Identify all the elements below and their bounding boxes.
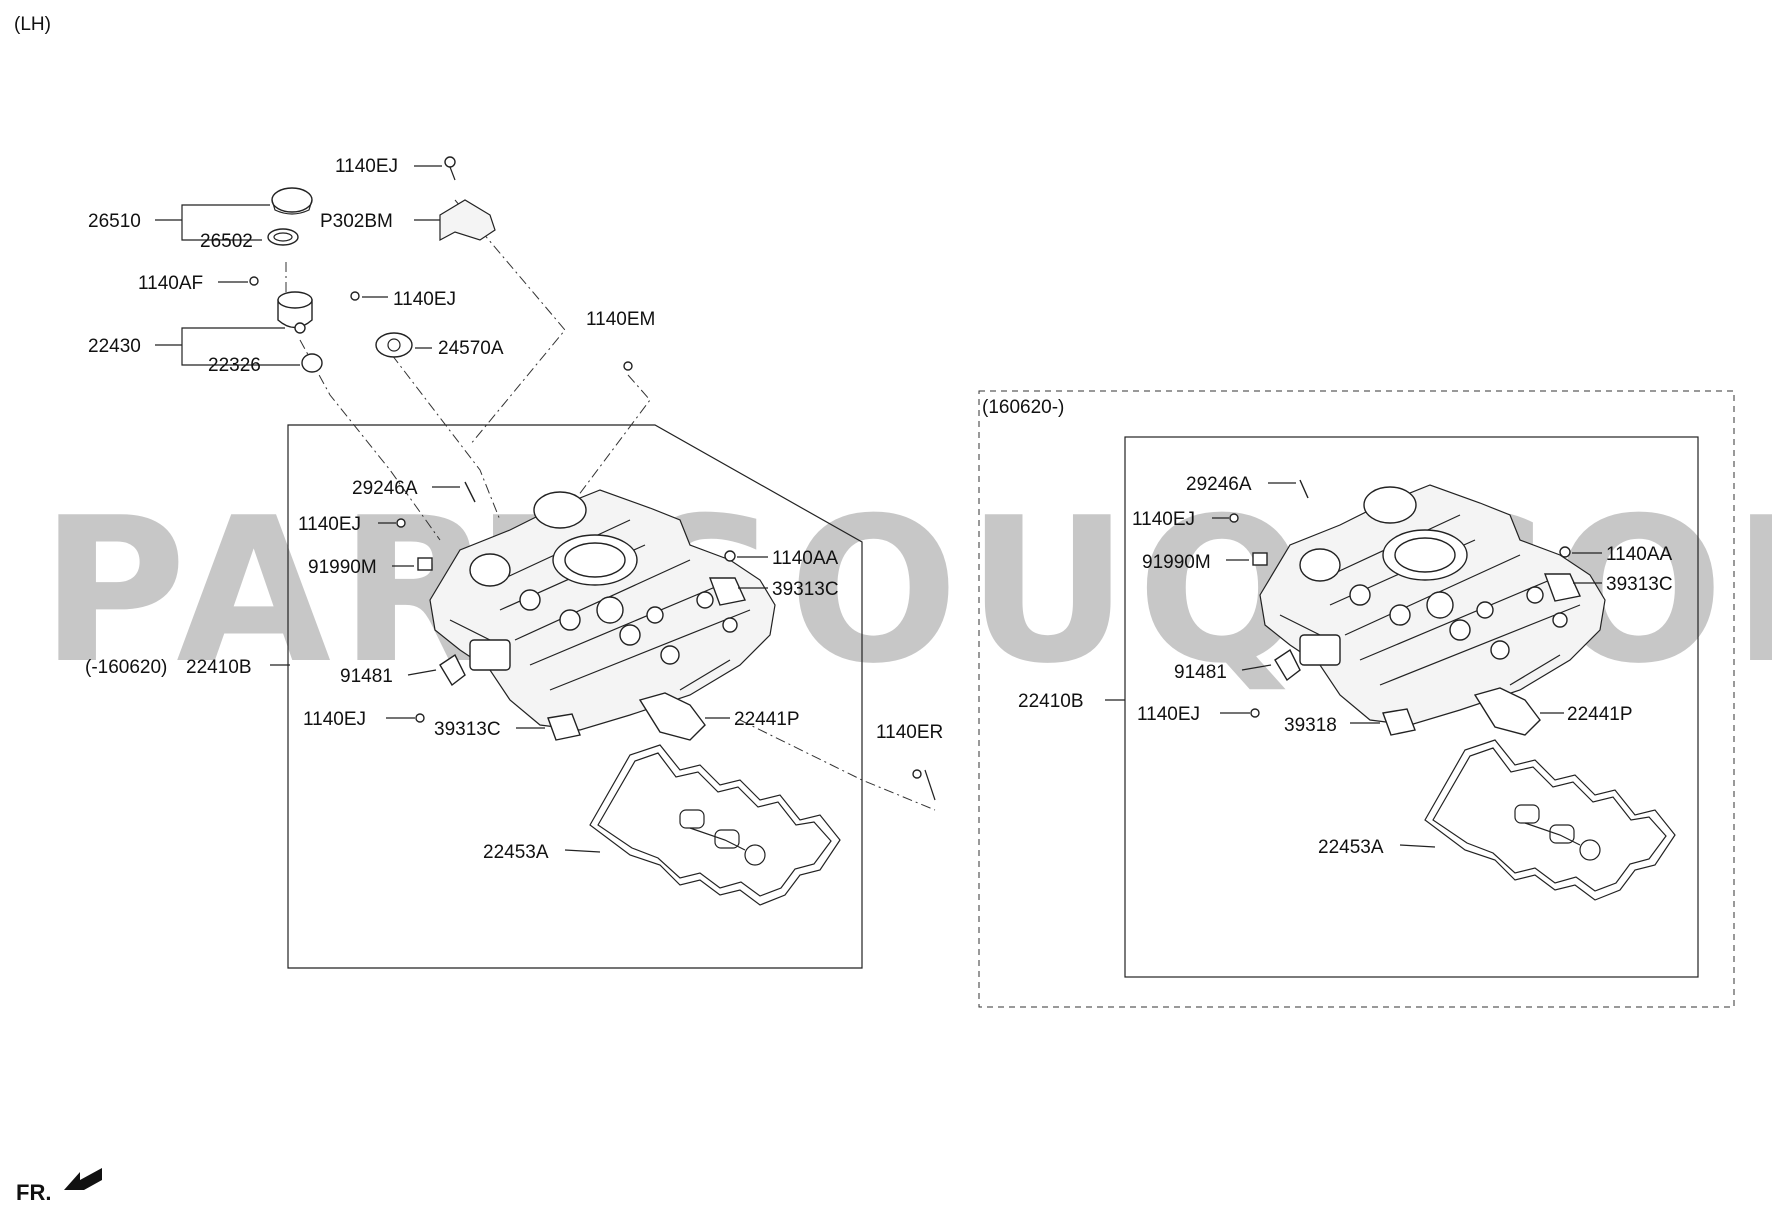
cover-gasket-old: [589, 744, 841, 906]
label-29246a-new: 29246A: [1186, 474, 1252, 495]
label-22453a: 22453A: [483, 842, 549, 863]
label-39313c-top: 39313C: [772, 579, 839, 600]
cover-gasket-new: [1424, 739, 1676, 901]
front-arrow-icon: [64, 1168, 102, 1190]
label-range-new: (160620-): [982, 397, 1064, 418]
filler-cap-seal: [267, 228, 299, 246]
label-22326: 22326: [208, 355, 261, 376]
label-26502: 26502: [200, 231, 253, 252]
label-1140em: 1140EM: [586, 309, 655, 330]
clip-91990m: [417, 557, 433, 571]
label-1140af: 1140AF: [138, 273, 203, 294]
label-1140ej-a-new: 1140EJ: [1132, 509, 1195, 530]
new-assembly-dashed-frame: [978, 390, 1735, 1008]
label-91990m: 91990M: [308, 557, 377, 578]
gasket-22441p: [638, 692, 706, 741]
label-p302bm: P302BM: [320, 211, 393, 232]
label-22410b-old: 22410B: [186, 657, 252, 678]
label-1140aa-new: 1140AA: [1606, 544, 1673, 565]
label-1140ej-b: 1140EJ: [303, 709, 366, 730]
right-assembly-frame: [1124, 436, 1699, 978]
label-22430: 22430: [88, 336, 141, 357]
label-range-old: (-160620): [85, 657, 167, 678]
label-1140ej-top: 1140EJ: [335, 156, 398, 177]
label-1140aa: 1140AA: [772, 548, 839, 569]
side-label: (LH): [14, 14, 51, 35]
label-22441p: 22441P: [734, 709, 800, 730]
label-1140ej-mid: 1140EJ: [393, 289, 456, 310]
label-26510: 26510: [88, 211, 141, 232]
label-1140ej-b-new: 1140EJ: [1137, 704, 1200, 725]
oil-filler-cap: [271, 187, 313, 213]
filler-neck-oring: [301, 353, 323, 373]
harness-clamp: [439, 653, 466, 687]
label-1140er: 1140ER: [876, 722, 943, 743]
label-22441p-new: 22441P: [1567, 704, 1633, 725]
label-91990m-new: 91990M: [1142, 552, 1211, 573]
label-1140ej-a: 1140EJ: [298, 514, 361, 535]
bracket-p302bm: [439, 199, 496, 241]
label-39313c-bot: 39313C: [434, 719, 501, 740]
front-label: FR.: [16, 1180, 51, 1205]
sensor-24570a: [375, 332, 413, 358]
label-91481-new: 91481: [1174, 662, 1227, 683]
label-22410b-new: 22410B: [1018, 691, 1084, 712]
cam-sensor-bottom: [547, 713, 581, 741]
left-assembly-frame: [287, 424, 863, 969]
label-24570a: 24570A: [438, 338, 504, 359]
label-29246a: 29246A: [352, 478, 418, 499]
label-91481: 91481: [340, 666, 393, 687]
cam-sensor-top: [708, 577, 747, 606]
label-39318-new: 39318: [1284, 715, 1337, 736]
label-22453a-new: 22453A: [1318, 837, 1384, 858]
label-39313c-new: 39313C: [1606, 574, 1673, 595]
